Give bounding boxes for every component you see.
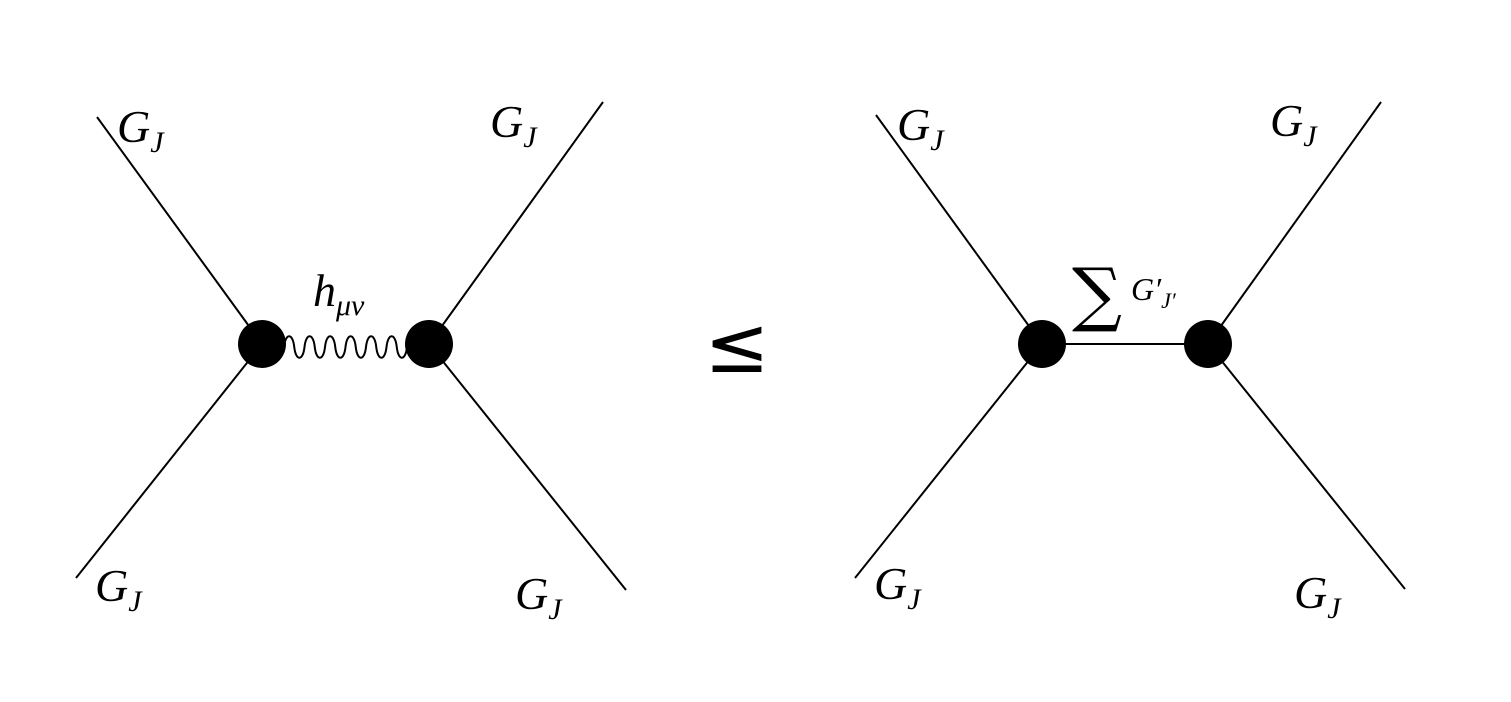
left-label-top-left: GJ [117,101,165,159]
right-label-top-right: GJ [1270,95,1318,153]
right-diagram: GJ GJ GJ GJ ∑ G′J′ [854,95,1406,625]
right-label-bottom-left: GJ [874,558,922,616]
graviton-propagator [283,335,408,359]
right-label-bottom-right: GJ [1294,567,1342,625]
left-diagram-leg-bottom-left [75,343,263,579]
summation-symbol: ∑ [1072,253,1122,335]
right-diagram-leg-top-right [1207,101,1382,345]
left-diagram-vertex-left [238,320,286,368]
right-diagram-leg-top-left [875,114,1043,345]
right-diagram-leg-bottom-left [854,343,1043,579]
left-diagram: GJ GJ GJ GJ hμν [75,96,627,626]
sum-propagator-label: G′J′ [1131,271,1177,313]
left-label-bottom-right: GJ [515,568,563,626]
left-diagram-vertex-right [405,320,453,368]
left-diagram-leg-bottom-right [428,343,627,591]
left-label-bottom-left: GJ [95,560,143,618]
inequality-symbol: ≤ [704,301,769,391]
right-diagram-leg-bottom-right [1207,343,1406,590]
left-diagram-leg-top-right [428,101,604,345]
right-label-top-left: GJ [897,99,945,157]
left-diagram-leg-top-left [96,116,263,345]
right-diagram-vertex-right [1184,320,1232,368]
right-diagram-vertex-left [1018,320,1066,368]
left-label-top-right: GJ [490,96,538,154]
graviton-label: hμν [313,265,365,322]
